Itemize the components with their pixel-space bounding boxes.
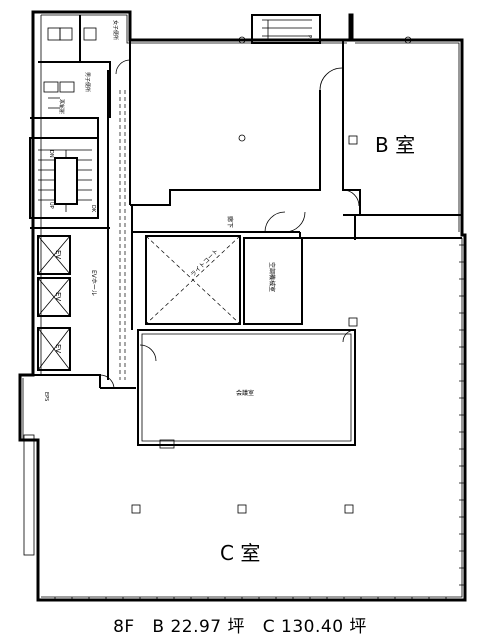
c-area-label: C 130.40 坪	[262, 617, 367, 637]
floor-plan: B 室 C 室 会議室 ライトコート 空調機械室 EVホール 廊下 女子便所 男…	[18, 10, 467, 602]
room-b-label: B 室	[375, 133, 415, 157]
ev-mark-3: EV	[54, 344, 62, 353]
womens-wc-label: 女子便所	[112, 20, 119, 40]
corridor-walls	[119, 90, 462, 380]
dk-mark: DK	[90, 205, 96, 213]
up-mark: UP	[48, 202, 54, 209]
window-ticks	[23, 244, 465, 601]
light-court-label: ライトコート	[189, 248, 219, 278]
light-court	[145, 235, 241, 325]
ev-hall-label: EVホール	[90, 270, 97, 296]
outer-walls	[18, 10, 467, 602]
corridor-label: 廊下	[226, 216, 234, 228]
ac-room-walls	[243, 237, 303, 325]
meeting-room-label: 会議室	[236, 389, 254, 397]
floor-label: 8F	[113, 617, 135, 637]
kitchen-label: 湯沸室	[59, 99, 66, 114]
floor-area-caption: 8F B 22.97 坪 C 130.40 坪	[0, 612, 480, 637]
dn-mark: DN	[48, 150, 54, 158]
ac-room-label: 空調機械室	[268, 262, 276, 292]
ev-mark-1: EV	[54, 250, 62, 259]
b-room-walls	[115, 36, 462, 240]
ev-mark-2: EV	[54, 292, 62, 301]
ps-mark: PS	[306, 35, 312, 41]
meeting-room-walls	[137, 329, 356, 449]
c-room-columns	[131, 135, 358, 514]
eps-mark: EPS	[43, 392, 49, 401]
b-area-label: B 22.97 坪	[152, 617, 246, 637]
room-c-label: C 室	[220, 541, 260, 565]
core-walls	[29, 14, 321, 390]
mens-wc-label: 男子便所	[84, 72, 91, 92]
